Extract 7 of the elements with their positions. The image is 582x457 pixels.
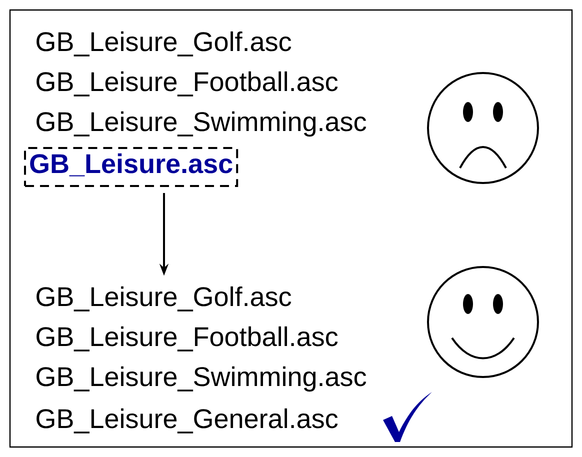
dashed-file-box: GB_Leisure.asc	[24, 147, 238, 187]
file-name: GB_Leisure_Football.asc	[36, 71, 338, 96]
file-name: GB_Leisure_Swimming.asc	[36, 366, 366, 392]
file-name: GB_Leisure_Golf.asc	[36, 286, 292, 312]
file-name: GB_Leisure_General.asc	[36, 408, 338, 434]
file-name: GB_Leisure_Golf.asc	[36, 31, 292, 56]
file-name: GB_Leisure_Football.asc	[36, 326, 338, 352]
